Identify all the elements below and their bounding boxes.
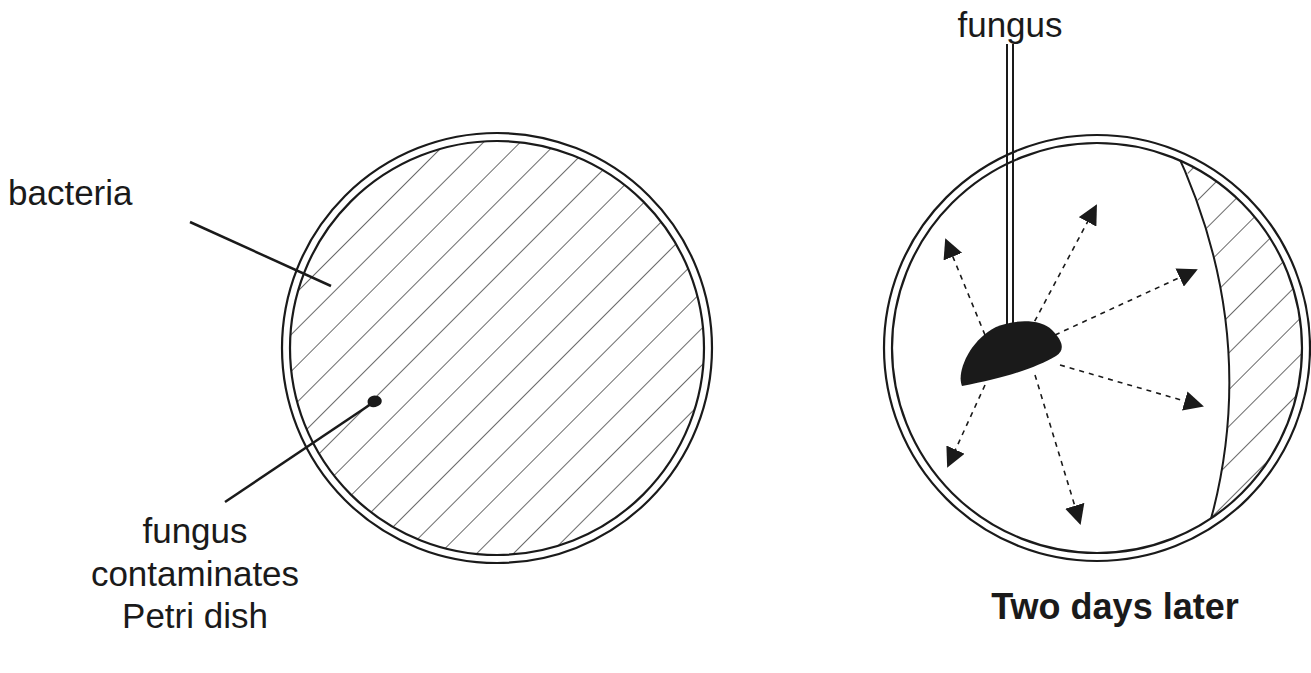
right-petri-dish	[884, 44, 1311, 600]
part-label: fungus	[920, 4, 1100, 47]
growth-arrow	[1030, 206, 1096, 330]
dish-rim-outer	[884, 135, 1310, 561]
fungus-colony	[961, 321, 1062, 386]
dish-rim-inner	[892, 143, 1302, 553]
leader-gap	[1008, 150, 1012, 151]
sub-caption: Two days later	[955, 585, 1275, 629]
growth-arrow	[1035, 375, 1080, 523]
leader-line	[1006, 44, 1008, 366]
growth-arrow	[946, 240, 985, 335]
left-petri-dish	[190, 130, 720, 570]
growth-arrow	[948, 385, 985, 466]
leader-line	[1012, 44, 1014, 366]
dish-rim-inner	[290, 141, 704, 555]
growth-arrow	[1060, 365, 1202, 406]
dish-rim-outer	[282, 133, 712, 563]
leader-line	[190, 222, 331, 286]
leader-line	[225, 404, 371, 502]
part-label: fungus contaminates Petri dish	[65, 510, 325, 638]
bacteria-hatching	[1153, 100, 1311, 600]
bacteria-hatching	[280, 130, 720, 570]
growth-arrow	[1055, 270, 1196, 335]
part-label: bacteria	[8, 172, 208, 215]
growth-arrows	[946, 206, 1202, 523]
